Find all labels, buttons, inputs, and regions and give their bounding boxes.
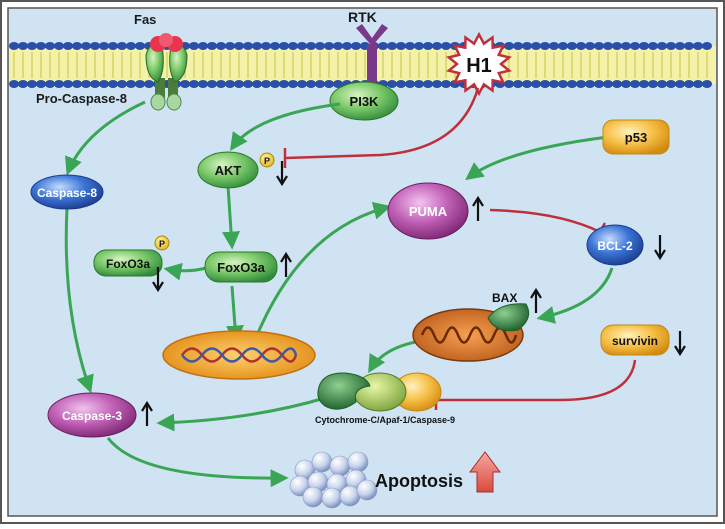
p53-label: p53 [625, 130, 647, 145]
inhibit-survivin-to-complex [436, 359, 637, 402]
akt-p-label: P [264, 156, 270, 166]
akt-label: AKT [215, 163, 242, 178]
labels: Fas RTK H1 Pro-Caspase-8 PI3K AKT P p53 … [36, 9, 658, 491]
arrow-pi3k-to-akt [229, 102, 341, 151]
fas-receptor [145, 33, 188, 111]
h1-starburst [446, 31, 512, 97]
p53-node [602, 119, 670, 155]
survivin-down-arrow-icon [674, 331, 686, 357]
arrow-p53-to-puma [465, 135, 609, 181]
inhibit-puma-to-bcl2 [489, 208, 601, 234]
arrow-caspase8-to-caspase3 [64, 207, 94, 394]
caspase-8-node [30, 174, 104, 210]
change-indicators [141, 161, 686, 426]
bax-label: BAX [492, 291, 517, 305]
h1-label: H1 [466, 55, 492, 77]
foxo3a-label: FoxO3a [217, 260, 265, 275]
puma-node [387, 182, 469, 240]
caspase-3-node [47, 392, 137, 438]
arrow-foxo3a-to-phospho [163, 262, 207, 281]
pi3k-label: PI3K [350, 94, 380, 109]
arrow-procaspase8-to-caspase8 [65, 100, 146, 176]
caspase-3-up-arrow-icon [141, 400, 153, 426]
foxo3a-node [204, 251, 278, 283]
foxo3a-phospho-down-arrow-icon [152, 267, 164, 293]
caspase-8-label: Caspase-8 [37, 186, 97, 200]
survivin-label: survivin [612, 334, 658, 348]
arrow-caspase3-to-apoptosis [106, 437, 289, 488]
foxo3a-p-label: P [159, 239, 165, 249]
arrow-akt-to-foxo3a [222, 185, 241, 250]
akt-phospho-down-arrow-icon [276, 161, 288, 187]
fas-label: Fas [134, 12, 156, 27]
pro-caspase-8-label: Pro-Caspase-8 [36, 91, 127, 106]
survivin-node [600, 324, 670, 356]
apoptotic-bodies-icon [289, 451, 378, 509]
activation-arrows [64, 100, 614, 488]
inhibit-h1-to-akt [284, 87, 480, 160]
bax-node [487, 303, 530, 332]
arrow-complex-to-caspase3 [156, 396, 326, 432]
bcl2-down-arrow-icon [654, 235, 666, 261]
arrow-nucleus-to-puma [253, 201, 392, 341]
rtk-label: RTK [348, 9, 377, 25]
arrow-bcl2-to-bax [536, 267, 614, 324]
cell-membrane [9, 42, 716, 88]
puma-label: PUMA [409, 204, 448, 219]
puma-up-arrow-icon [472, 195, 484, 221]
akt-node [197, 151, 259, 189]
caspase-3-label: Caspase-3 [62, 409, 122, 423]
apoptosis-up-arrow-icon [469, 451, 501, 493]
foxo3a-phospho-label: FoxO3a [106, 257, 150, 271]
nucleus-dna [162, 330, 316, 380]
akt-phospho-badge [259, 152, 275, 168]
pi3k-node [329, 81, 399, 121]
apoptosis-label: Apoptosis [375, 471, 463, 491]
bcl2-node [586, 224, 644, 266]
foxo3a-phospho-badge [154, 235, 170, 251]
bax-up-arrow-icon [530, 287, 542, 313]
foxo3a-up-arrow-icon [280, 251, 292, 277]
rtk-receptor [356, 24, 388, 90]
foxo3a-phospho-node [93, 249, 163, 277]
complex-label: Cytochrome-C/Apaf-1/Caspase-9 [315, 415, 455, 425]
bcl2-label: BCL-2 [597, 239, 633, 253]
apoptosome-complex [317, 372, 442, 412]
